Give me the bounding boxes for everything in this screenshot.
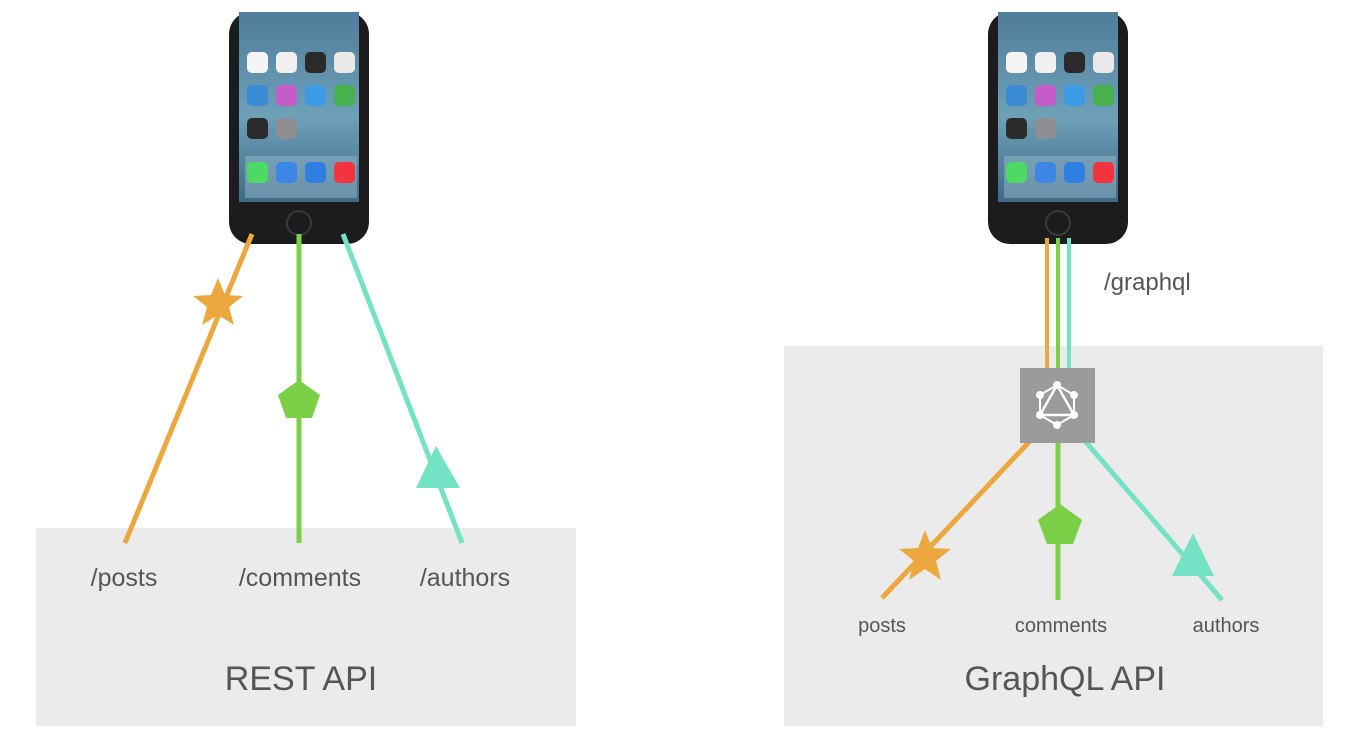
star-icon [193,278,243,325]
rest-authors-line [340,233,465,544]
smartphone-icon [228,11,370,245]
graphql-endpoint-label: /graphql [1104,269,1191,296]
smartphone-icon [987,11,1129,245]
graphql-hub [1020,368,1095,443]
graphql-field-posts: posts [858,615,906,637]
triangle-icon [416,446,460,488]
rest-api-title: REST API [225,660,377,698]
rest-endpoint-comments: /comments [239,564,361,592]
rest-api-panel [36,528,576,726]
rest-endpoint-posts: /posts [91,564,158,592]
graphql-api-title: GraphQL API [965,660,1166,698]
star-icon [899,530,951,580]
pentagon-icon [1038,504,1082,544]
graphql-posts-branch [880,439,1032,600]
pentagon-icon [278,380,320,418]
graphql-field-authors: authors [1193,615,1260,637]
rest-endpoint-authors: /authors [420,564,510,592]
rest-posts-line [122,233,255,544]
triangle-icon [1172,533,1214,576]
graphql-field-comments: comments [1015,615,1107,637]
